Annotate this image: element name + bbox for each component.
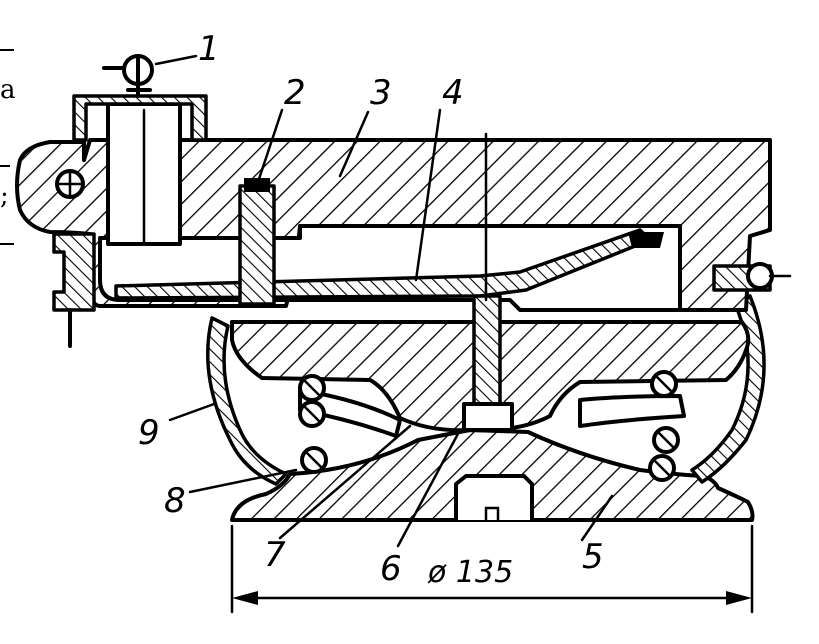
label-6: 6	[380, 549, 402, 589]
label-5: 5	[582, 537, 604, 577]
margin-remnants: a ;	[0, 49, 16, 245]
label-1: 1	[198, 29, 220, 69]
base-socket	[454, 474, 534, 520]
housing-cover-right	[690, 294, 766, 484]
lever-bracket	[628, 232, 664, 248]
screw-2	[238, 184, 276, 306]
margin-semicolon: ;	[0, 181, 9, 211]
left-fitting	[52, 232, 96, 312]
margin-letter-a: a	[0, 75, 16, 105]
leader-lines	[154, 54, 614, 548]
diameter-dimension: ø 135	[230, 524, 754, 614]
left-bolt-cross	[56, 170, 84, 198]
right-bolt	[746, 262, 774, 290]
label-8: 8	[164, 481, 186, 521]
spring-left	[298, 374, 402, 474]
label-7: 7	[264, 535, 286, 575]
valve-stem	[472, 294, 502, 408]
label-2: 2	[284, 73, 306, 113]
label-3: 3	[370, 73, 392, 113]
cap-1	[72, 94, 208, 142]
valve-seat	[462, 402, 514, 432]
label-4: 4	[442, 73, 464, 113]
socket-slot	[484, 506, 500, 522]
label-9: 9	[138, 413, 160, 453]
cap-pin	[102, 54, 152, 98]
housing-cover-9	[206, 316, 288, 486]
spring-right	[578, 370, 686, 482]
diameter-label: ø 135	[427, 555, 513, 590]
